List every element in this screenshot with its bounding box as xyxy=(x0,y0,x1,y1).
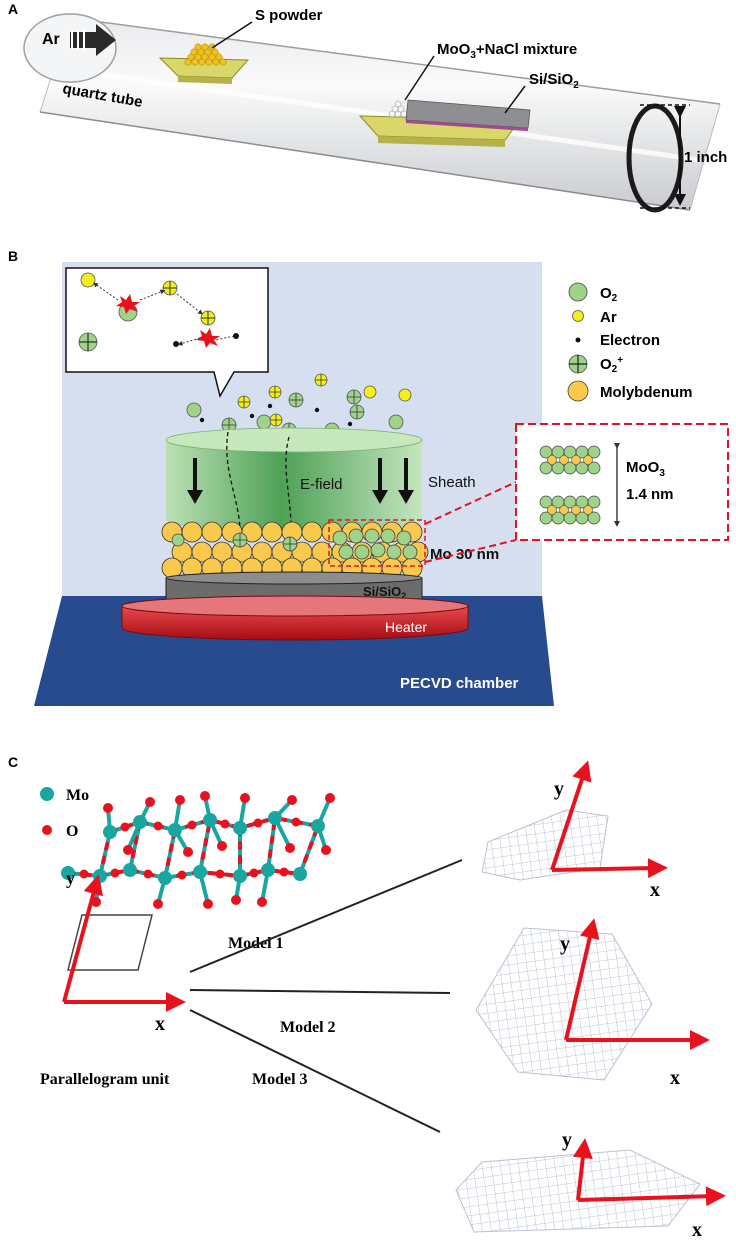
o-atom-legend-swatch xyxy=(42,825,52,835)
tube-highlight xyxy=(69,67,701,163)
moo3-crystal-structure xyxy=(61,791,335,909)
chamber-label: PECVD chamber xyxy=(400,675,519,692)
o-atom-legend-label: O xyxy=(66,823,78,840)
inch-label: 1 inch xyxy=(684,149,727,166)
heater xyxy=(121,595,469,641)
model3-y-label: y xyxy=(562,1129,572,1151)
legend-o2plus-label: O2+ xyxy=(600,355,623,375)
unit-label: Parallelogram unit xyxy=(40,1071,170,1088)
oxygen-in-film xyxy=(171,528,418,560)
sheath-label: Sheath xyxy=(428,474,476,491)
efield-arrows xyxy=(187,458,414,504)
moo3-inset xyxy=(515,423,729,541)
model3-lattice xyxy=(455,1138,726,1233)
s-powder-label: S powder xyxy=(255,7,323,24)
zoom-region-box xyxy=(328,519,426,567)
ar-flow-arrow xyxy=(70,24,116,56)
link-model2 xyxy=(189,989,451,994)
model3-label: Model 3 xyxy=(252,1071,308,1088)
model3-x-label: x xyxy=(692,1219,702,1241)
legend-electron-label: Electron xyxy=(600,332,660,349)
inset-thickness-label: 1.4 nm xyxy=(626,486,674,503)
legend-mo-label: Molybdenum xyxy=(600,384,693,401)
inset-moo3-label: MoO3 xyxy=(626,459,665,479)
model2-x-label: x xyxy=(670,1067,680,1089)
parallelogram-unit xyxy=(62,874,186,1012)
si-sio2-leader xyxy=(504,85,526,114)
model2-lattice xyxy=(475,918,710,1081)
legend-mo-swatch xyxy=(567,380,589,402)
moo3-nacl-label: MoO3+NaCl mixture xyxy=(437,41,577,61)
tube-top-edge xyxy=(69,17,721,105)
moo3-leader xyxy=(404,55,435,101)
si-sio2-substrate xyxy=(405,99,531,131)
unit-y-label: y xyxy=(66,868,75,888)
legend: O2 Ar Electron O2+ Molybdenum xyxy=(567,282,693,402)
wafer-label: Si/SiO2 xyxy=(363,584,406,601)
legend-o2-label: O2 xyxy=(600,285,618,304)
legend-ar-swatch xyxy=(572,310,584,322)
s-powder-boat xyxy=(158,43,250,84)
zoom-line-top xyxy=(424,481,517,525)
ion-trajectory-2 xyxy=(285,436,292,535)
unit-x-label: x xyxy=(155,1013,165,1035)
mo-atom-legend-swatch xyxy=(40,787,54,801)
s-powder-leader xyxy=(211,21,253,49)
ion-trajectory-1 xyxy=(226,431,241,533)
panel-b-letter: B xyxy=(8,248,18,264)
panel-a: A Ar S powder xyxy=(8,1,727,213)
link-model3 xyxy=(189,1009,441,1133)
reaction-bubble xyxy=(65,267,269,398)
panel-a-letter: A xyxy=(8,1,18,17)
legend-o2-swatch xyxy=(568,282,588,302)
model1-lattice xyxy=(481,760,668,881)
legend-ar-label: Ar xyxy=(600,309,617,326)
mo-thickness-label: Mo 30 nm xyxy=(430,546,499,563)
model1-y-label: y xyxy=(554,778,564,800)
tube-bottom-edge xyxy=(39,111,691,211)
ar-label: Ar xyxy=(42,31,60,48)
efield-label: E-field xyxy=(300,476,343,493)
model1-x-label: x xyxy=(650,879,660,901)
model2-label: Model 2 xyxy=(280,1019,336,1036)
zoom-line-bottom xyxy=(424,539,517,563)
panel-c-letter: C xyxy=(8,754,18,770)
panel-b: B PECVD chamber xyxy=(8,248,729,706)
sheath-region xyxy=(165,427,423,532)
mo-atom-legend-label: Mo xyxy=(66,787,89,804)
legend-o2plus-cross xyxy=(569,355,587,373)
link-model1 xyxy=(189,859,463,973)
panel-c: C Mo O xyxy=(8,754,726,1241)
si-sio2-label: Si/SiO2 xyxy=(529,71,579,91)
model2-y-label: y xyxy=(560,933,570,955)
legend-electron-swatch xyxy=(575,337,581,343)
heater-label: Heater xyxy=(385,619,427,635)
